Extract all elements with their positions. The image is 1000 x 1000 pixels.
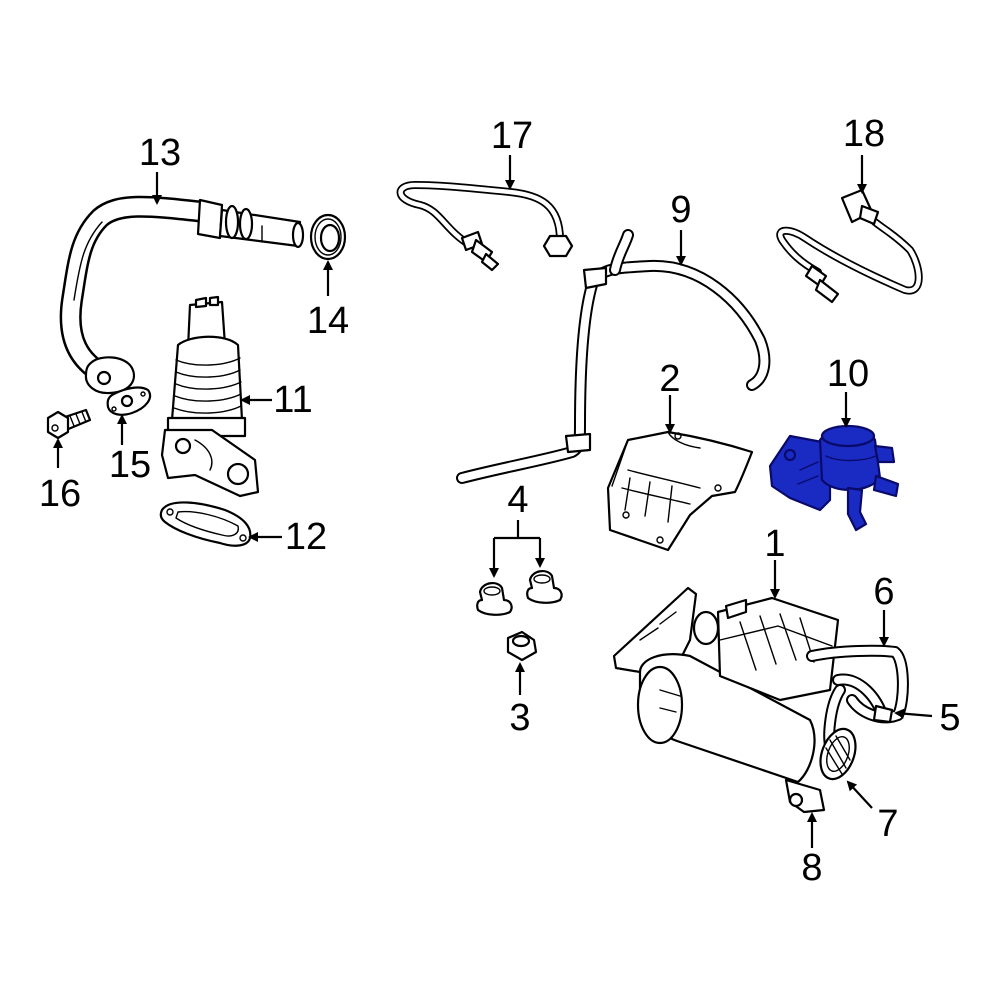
- filter-part-7-inner: [826, 736, 850, 772]
- callout-16: 16: [39, 473, 81, 515]
- oxygen-sensor-part-17[interactable]: [396, 181, 574, 272]
- leader-4: [494, 520, 540, 540]
- gasket-part-15[interactable]: [106, 386, 152, 416]
- leader-5: [894, 708, 933, 719]
- callout-8: 8: [801, 847, 822, 889]
- callout-1: 1: [764, 523, 785, 565]
- callout-12: 12: [285, 516, 327, 558]
- canister-top-cap: [724, 598, 748, 620]
- callout-2: 2: [659, 358, 680, 400]
- callout-3: 3: [509, 697, 530, 739]
- callout-7: 7: [877, 803, 898, 845]
- pump-body-detail: [825, 455, 877, 462]
- pump-bracket-bolt: [783, 448, 797, 462]
- callout-11: 11: [273, 379, 312, 421]
- callout-13: 13: [139, 132, 181, 174]
- pump-bracket-detail: [797, 461, 819, 485]
- nut-part-3[interactable]: [506, 630, 538, 662]
- pump-port-right: [873, 444, 896, 464]
- gasket-part-12[interactable]: [159, 501, 252, 547]
- leader-lines: [53, 155, 933, 848]
- leader-7: [846, 780, 873, 809]
- leak-detection-pump-part-10[interactable]: [768, 424, 900, 532]
- grommet-part-4-right[interactable]: [526, 570, 563, 604]
- callout-15: 15: [109, 444, 151, 486]
- bolt-part-16[interactable]: [46, 408, 92, 440]
- callout-9: 9: [670, 189, 691, 231]
- callout-labels: 1 2 3 4 5 6 7 8 9 10 11 12 13 14 15 16 1…: [39, 113, 961, 889]
- vapor-line-part-9[interactable]: [456, 229, 771, 484]
- callout-14: 14: [307, 300, 349, 342]
- oxygen-sensor-part-18[interactable]: [776, 188, 923, 304]
- pump-top-cap: [820, 424, 876, 448]
- pump-nozzle-right: [872, 474, 900, 498]
- egr-tube-part-13[interactable]: [59, 195, 305, 395]
- port-part-5: [872, 704, 894, 724]
- callout-5: 5: [939, 697, 960, 739]
- vapor-canister-part-1[interactable]: [612, 586, 909, 814]
- callout-10: 10: [827, 353, 869, 395]
- heat-shield-part-2[interactable]: [606, 430, 754, 552]
- canister-drum-end: [636, 665, 684, 745]
- callout-17: 17: [491, 115, 533, 157]
- grommet-part-4-left[interactable]: [476, 582, 513, 616]
- seal-ring-part-14[interactable]: [309, 213, 347, 261]
- pump-nozzle-bottom: [846, 486, 868, 532]
- callout-4: 4: [507, 479, 528, 521]
- egr-valve-part-11[interactable]: [160, 295, 260, 498]
- callout-18: 18: [843, 113, 885, 155]
- callout-6: 6: [873, 571, 894, 613]
- canister-side-port: [692, 610, 720, 646]
- canister-mount-bolt: [788, 792, 804, 808]
